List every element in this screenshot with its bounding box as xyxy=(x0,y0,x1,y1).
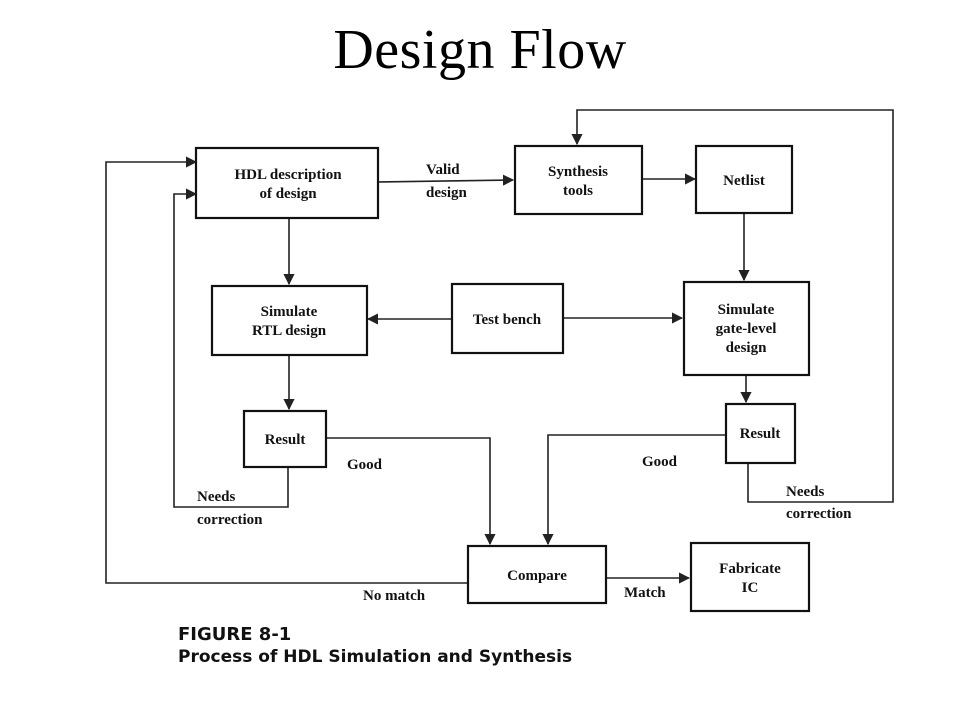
figure-caption: FIGURE 8-1 Process of HDL Simulation and… xyxy=(178,624,572,668)
label-valid-design: design xyxy=(426,185,468,201)
edge-hdl-to-synthesis xyxy=(377,174,515,186)
figure-number: FIGURE 8-1 xyxy=(178,624,292,645)
label-valid: Valid xyxy=(426,162,460,178)
label-correction-right: correction xyxy=(786,506,852,522)
label-good-left: Good xyxy=(347,457,383,473)
edge-result-right-feedback xyxy=(571,109,894,503)
svg-text:Result: Result xyxy=(265,432,306,448)
edge-result-right-good-to-compare xyxy=(542,434,726,546)
svg-text:Result: Result xyxy=(740,426,781,442)
label-correction-left: correction xyxy=(197,512,263,528)
edge-result-left-good-to-compare xyxy=(326,437,496,546)
edge-compare-no-match-feedback xyxy=(105,156,468,584)
label-no-match: No match xyxy=(363,588,426,604)
label-good-right: Good xyxy=(642,454,678,470)
node-result-left: Result xyxy=(242,409,328,469)
node-compare: Compare xyxy=(466,544,608,605)
node-test-bench: Test bench xyxy=(450,282,565,355)
node-netlist: Netlist xyxy=(694,144,794,215)
edge-result-left-feedback xyxy=(173,188,289,508)
node-result-right: Result xyxy=(724,402,797,465)
label-needs-right: Needs xyxy=(786,484,824,500)
label-needs-left: Needs xyxy=(197,489,235,505)
slide-title: Design Flow xyxy=(333,19,627,81)
svg-text:Test bench: Test bench xyxy=(473,312,542,328)
svg-text:Netlist: Netlist xyxy=(723,173,765,189)
svg-text:Compare: Compare xyxy=(507,568,567,584)
label-match: Match xyxy=(624,585,666,601)
figure-description: Process of HDL Simulation and Synthesis xyxy=(178,647,573,667)
